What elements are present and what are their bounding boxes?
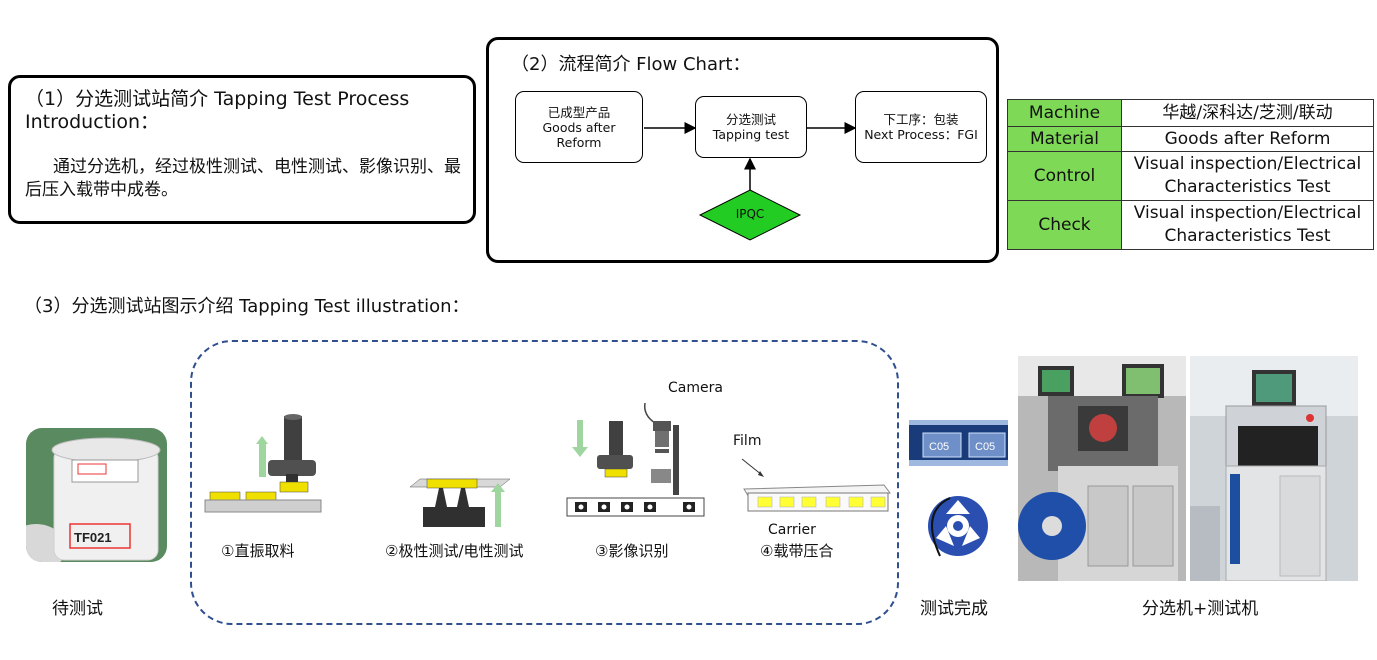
table-row: Control Visual inspection/Electrical Cha… [1007,151,1374,201]
step1-label: ①直振取料 [221,542,295,560]
table-key: Control [1007,151,1122,201]
reel-photo [910,490,998,562]
step4-drawing [741,458,891,512]
tape-closeup-photo: C05 C05 [909,420,1008,466]
carrier-label: Carrier [768,522,816,538]
tape-text-left: C05 [929,441,949,453]
info-table: Machine 华越/深科达/芝测/联动 Material Goods afte… [1007,99,1374,250]
table-value: Goods after Reform [1121,126,1374,152]
camera-label: Camera [668,380,723,396]
step2-drawing [409,478,510,527]
sorter-machine-photo [1018,356,1186,581]
intro-box: （1）分选测试站简介 Tapping Test Process Introduc… [8,75,476,224]
flow-chart-title: （2）流程简介 Flow Chart： [511,54,751,75]
flow-arrows [644,122,857,241]
table-value: Visual inspection/Electrical Characteris… [1121,200,1374,250]
table-row: Machine 华越/深科达/芝测/联动 [1007,99,1374,127]
jar-photo: TF021 [26,428,167,562]
ipqc-diamond [698,189,802,241]
jar-label-text: TF021 [74,530,112,545]
machines-label: 分选机+测试机 [1142,599,1259,619]
step2-label: ②极性测试/电性测试 [385,542,524,560]
process-dashed-area [190,340,899,625]
intro-body: 通过分选机，经过极性测试、电性测试、影像识别、最后压入载带中成卷。 [25,157,461,200]
table-key: Check [1007,200,1122,250]
tester-machine-photo [1190,356,1358,581]
table-row: Check Visual inspection/Electrical Chara… [1007,200,1374,250]
step4-label: ④载带压合 [760,542,834,560]
tape-text-right: C05 [975,441,995,453]
step3-label: ③影像识别 [595,542,669,560]
test-done-label: 测试完成 [920,599,988,619]
table-row: Material Goods after Reform [1007,126,1374,152]
table-value: Visual inspection/Electrical Characteris… [1121,151,1374,201]
table-value: 华越/深科达/芝测/联动 [1121,99,1374,127]
ipqc-label: IPQC [735,207,765,221]
jar-image: TF021 [26,437,161,562]
table-key: Machine [1007,99,1122,127]
illustration-title: （3）分选测试站图示介绍 Tapping Test illustration： [24,296,470,317]
table-key: Material [1007,126,1122,152]
film-label: Film [733,433,762,449]
pending-label: 待测试 [52,599,103,619]
step3-drawing [566,402,705,517]
step1-drawing [204,414,322,513]
intro-title: （1）分选测试站简介 Tapping Test Process Introduc… [25,88,410,133]
